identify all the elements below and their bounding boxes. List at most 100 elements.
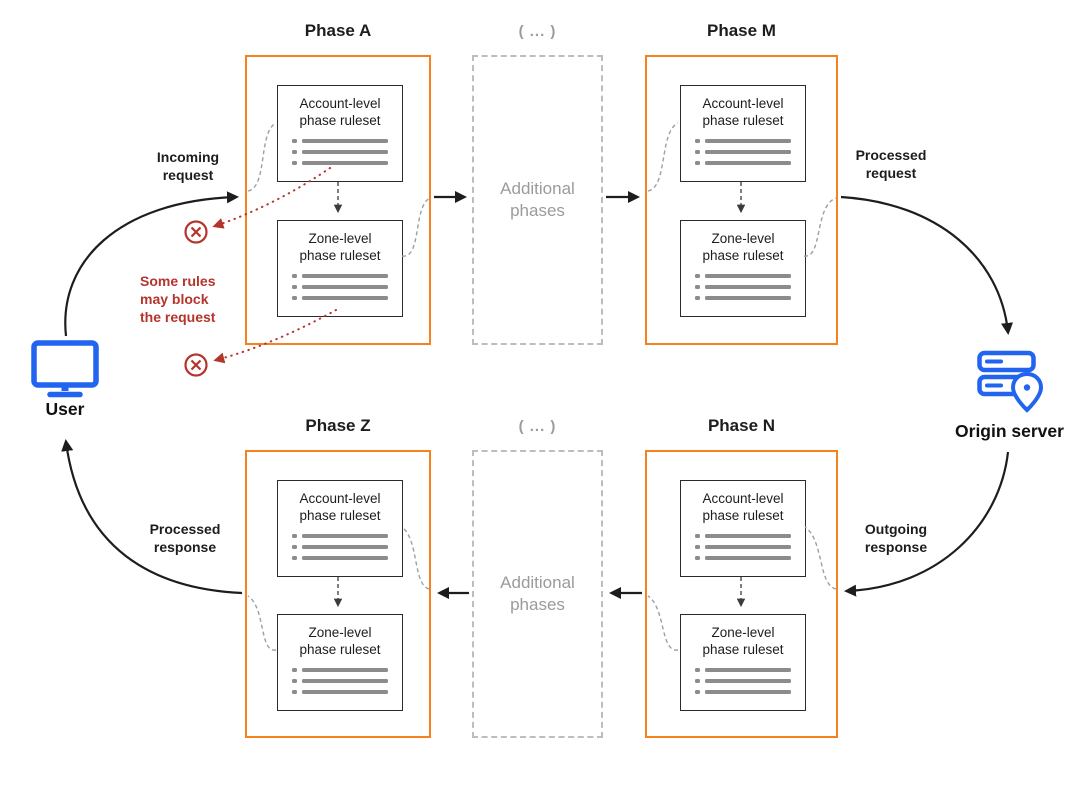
zone-ruleset-label: Zone-level phase ruleset (702, 231, 784, 264)
rule-line (302, 667, 388, 672)
ruleset-rules-list (693, 533, 793, 560)
rule-line (705, 149, 791, 154)
rule-line (705, 555, 791, 560)
rule-line (302, 295, 388, 300)
rule-bullet (695, 667, 700, 672)
zone-ruleset-label: Zone-level phase ruleset (702, 625, 784, 658)
additional-phases-label: Additional phases (500, 572, 575, 614)
origin-server-label: Origin server (955, 421, 1064, 441)
rule-row (292, 295, 388, 300)
additional-phases-top-header: ( ... ) (518, 23, 557, 40)
rule-row (292, 284, 388, 289)
rule-line (302, 138, 388, 143)
rule-line (705, 689, 791, 694)
ruleset-rules-list (693, 667, 793, 694)
rule-row (695, 160, 791, 165)
rule-row (292, 544, 388, 549)
rule-bullet (695, 555, 700, 560)
rule-row (695, 689, 791, 694)
rule-row (695, 533, 791, 538)
user-node (30, 340, 100, 403)
outgoing-response-label: Outgoing response (864, 521, 928, 556)
zone-ruleset-label: Zone-level phase ruleset (299, 231, 381, 264)
additional-phases-label: Additional phases (500, 178, 575, 220)
rule-bullet (292, 160, 297, 165)
rule-line (302, 689, 388, 694)
processed-response-label: Processed response (149, 521, 221, 556)
additional-phases-top-box: Additional phases (472, 55, 603, 345)
origin-server-node (977, 350, 1045, 419)
rule-bullet (695, 138, 700, 143)
rule-bullet (292, 149, 297, 154)
rule-row (695, 149, 791, 154)
zone-ruleset-label: Zone-level phase ruleset (299, 625, 381, 658)
ruleset-rules-list (290, 533, 390, 560)
rule-line (302, 533, 388, 538)
ruleset-rules-list (290, 138, 390, 165)
rule-bullet (695, 149, 700, 154)
phase-m-title: Phase M (707, 21, 776, 40)
phase-a-box: Account-level phase ruleset Zone-level p… (245, 55, 431, 345)
rule-row (695, 544, 791, 549)
zone-ruleset-card: Zone-level phase ruleset (277, 614, 403, 711)
rule-row (292, 160, 388, 165)
phase-n-title: Phase N (707, 416, 776, 435)
rule-bullet (695, 533, 700, 538)
ruleset-rules-list (290, 667, 390, 694)
rule-bullet (695, 689, 700, 694)
zone-ruleset-card: Zone-level phase ruleset (680, 220, 806, 317)
account-ruleset-card: Account-level phase ruleset (277, 85, 403, 182)
rule-row (292, 149, 388, 154)
rule-line (302, 149, 388, 154)
phase-n-box: Account-level phase ruleset Zone-level p… (645, 450, 838, 738)
phase-a-title: Phase A (304, 21, 372, 40)
rule-bullet (695, 284, 700, 289)
rule-bullet (292, 138, 297, 143)
rule-bullet (292, 667, 297, 672)
rule-bullet (695, 295, 700, 300)
rule-row (292, 689, 388, 694)
account-ruleset-label: Account-level phase ruleset (299, 96, 381, 129)
phase-z-title: Phase Z (305, 416, 371, 435)
rule-bullet (292, 678, 297, 683)
incoming-request-label: Incoming request (156, 149, 220, 184)
rule-bullet (292, 273, 297, 278)
arrow-processed-response (61, 439, 243, 595)
rule-line (302, 555, 388, 560)
rule-row (292, 555, 388, 560)
rule-line (302, 284, 388, 289)
rule-bullet (292, 533, 297, 538)
rule-line (302, 678, 388, 683)
rule-bullet (695, 160, 700, 165)
account-ruleset-label: Account-level phase ruleset (702, 96, 784, 129)
rule-row (695, 295, 791, 300)
circle-x-icon (184, 220, 208, 244)
rule-line (705, 667, 791, 672)
rule-row (292, 667, 388, 672)
server-location-pin-icon (977, 350, 1044, 413)
rule-bullet (292, 284, 297, 289)
rule-line (302, 273, 388, 278)
ruleset-rules-list (290, 273, 390, 300)
rule-row (292, 273, 388, 278)
circle-x-icon (184, 353, 208, 377)
rule-row (292, 533, 388, 538)
rule-line (302, 160, 388, 165)
rule-bullet (292, 295, 297, 300)
arrow-processed-request (840, 195, 1014, 336)
rule-row (695, 284, 791, 289)
rule-line (705, 273, 791, 278)
rule-row (695, 678, 791, 683)
rule-bullet (695, 273, 700, 278)
user-label: User (45, 399, 85, 419)
rule-bullet (292, 555, 297, 560)
phase-m-box: Account-level phase ruleset Zone-level p… (645, 55, 838, 345)
rule-bullet (695, 678, 700, 683)
rule-bullet (695, 544, 700, 549)
rule-line (705, 295, 791, 300)
block-note: Some rules may block the request (140, 273, 216, 326)
zone-ruleset-card: Zone-level phase ruleset (680, 614, 806, 711)
rule-row (695, 138, 791, 143)
rule-row (695, 273, 791, 278)
